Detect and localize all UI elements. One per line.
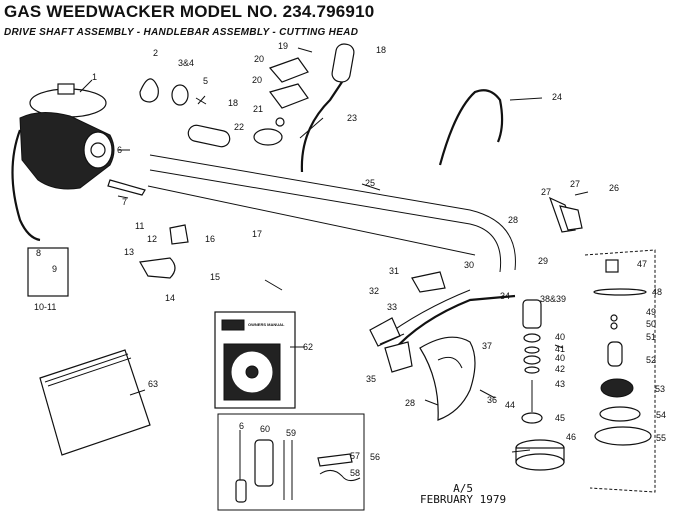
callout-48: 48 bbox=[652, 287, 662, 297]
callout-20b: 20 bbox=[252, 75, 262, 85]
callout-41: 41 bbox=[555, 344, 565, 354]
callout-49: 49 bbox=[646, 307, 656, 317]
callout-47: 47 bbox=[637, 259, 647, 269]
callout-38-39: 38&39 bbox=[540, 294, 566, 304]
diagram-footer: A/5 FEBRUARY 1979 bbox=[420, 483, 506, 505]
manual-cover-label: OWNERS MANUAL bbox=[248, 322, 285, 327]
callout-14: 14 bbox=[165, 293, 175, 303]
callout-13: 13 bbox=[124, 247, 134, 257]
callout-56: 56 bbox=[370, 452, 380, 462]
callout-32: 32 bbox=[369, 286, 379, 296]
callout-7: 7 bbox=[122, 197, 127, 207]
callout-30: 30 bbox=[464, 260, 474, 270]
callout-16: 16 bbox=[205, 234, 215, 244]
callout-50: 50 bbox=[646, 319, 656, 329]
callout-15: 15 bbox=[210, 272, 220, 282]
callout-51: 51 bbox=[646, 332, 656, 342]
callout-53: 53 bbox=[655, 384, 665, 394]
callout-1: 1 bbox=[92, 72, 97, 82]
callout-34: 34 bbox=[500, 291, 510, 301]
callout-52: 52 bbox=[646, 355, 656, 365]
callout-3-4: 3&4 bbox=[178, 58, 194, 68]
callout-17: 17 bbox=[252, 229, 262, 239]
callout-45: 45 bbox=[555, 413, 565, 423]
callout-26: 26 bbox=[609, 183, 619, 193]
engine-part bbox=[11, 83, 115, 242]
callout-9: 9 bbox=[52, 264, 57, 274]
callout-2: 2 bbox=[153, 48, 158, 58]
callout-42: 42 bbox=[555, 364, 565, 374]
callout-10-11: 10-11 bbox=[34, 302, 56, 312]
callout-23: 23 bbox=[347, 113, 357, 123]
callout-35: 35 bbox=[366, 374, 376, 384]
callout-55: 55 bbox=[656, 433, 666, 443]
callout-20a: 20 bbox=[254, 54, 264, 64]
callout-44: 44 bbox=[505, 400, 515, 410]
callout-6b: 6 bbox=[239, 421, 244, 431]
callout-54: 54 bbox=[656, 410, 666, 420]
callout-63: 63 bbox=[148, 379, 158, 389]
callout-18a: 18 bbox=[228, 98, 238, 108]
callout-40b: 40 bbox=[555, 353, 565, 363]
callout-40a: 40 bbox=[555, 332, 565, 342]
callout-59: 59 bbox=[286, 428, 296, 438]
callout-27b: 27 bbox=[570, 179, 580, 189]
callout-36: 36 bbox=[487, 395, 497, 405]
callout-58: 58 bbox=[350, 468, 360, 478]
callout-29: 29 bbox=[538, 256, 548, 266]
callout-28a: 28 bbox=[508, 215, 518, 225]
callout-6a: 6 bbox=[117, 145, 122, 155]
callout-22: 22 bbox=[234, 122, 244, 132]
callout-57: 57 bbox=[350, 451, 360, 461]
callout-11: 11 bbox=[135, 221, 144, 231]
callout-28b: 28 bbox=[405, 398, 415, 408]
footer-sheet: A/5 bbox=[453, 482, 473, 495]
callout-21: 21 bbox=[253, 104, 263, 114]
callout-43: 43 bbox=[555, 379, 565, 389]
diagram-subtitle: DRIVE SHAFT ASSEMBLY - HANDLEBAR ASSEMBL… bbox=[4, 27, 359, 38]
callout-18b: 18 bbox=[376, 45, 386, 55]
callout-19: 19 bbox=[278, 41, 288, 51]
callout-37: 37 bbox=[482, 341, 492, 351]
callout-24: 24 bbox=[552, 92, 562, 102]
callout-12: 12 bbox=[147, 234, 157, 244]
footer-date: FEBRUARY 1979 bbox=[420, 493, 507, 506]
callout-62: 62 bbox=[303, 342, 313, 352]
callout-33: 33 bbox=[387, 302, 397, 312]
callout-31: 31 bbox=[389, 266, 399, 276]
diagram-title: GAS WEEDWACKER MODEL NO. 234.796910 bbox=[4, 2, 375, 21]
callout-5: 5 bbox=[203, 76, 208, 86]
callout-27a: 27 bbox=[541, 187, 551, 197]
callout-60: 60 bbox=[260, 424, 270, 434]
callout-25: 25 bbox=[365, 178, 375, 188]
callout-46: 46 bbox=[566, 432, 576, 442]
callout-8: 8 bbox=[36, 248, 41, 258]
